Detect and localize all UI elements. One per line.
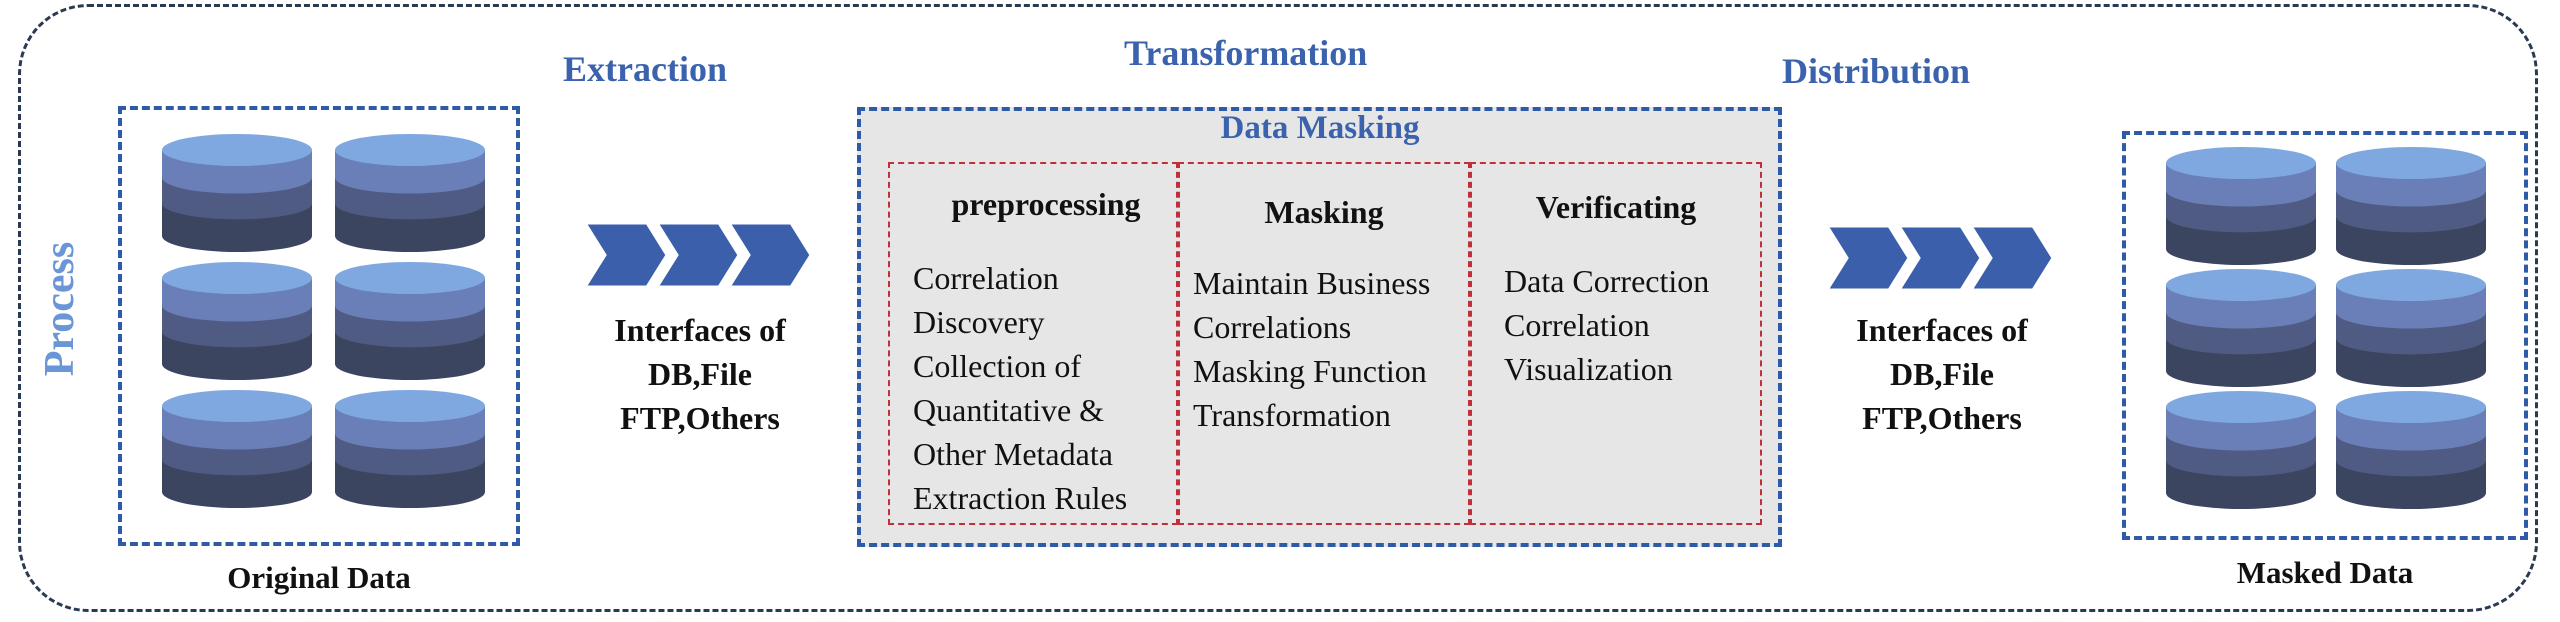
step-line: Masking Function	[1193, 353, 1427, 389]
database-icon	[335, 262, 485, 380]
chevron-arrows-icon	[1824, 224, 2055, 292]
transformation-title: Transformation	[1124, 33, 1368, 73]
preprocessing-box	[888, 162, 1178, 525]
data-masking-title: Data Masking	[1220, 110, 1420, 146]
database-icon	[2336, 147, 2486, 265]
chevron-shape	[654, 221, 741, 289]
interface-line: FTP,Others	[620, 400, 780, 436]
database-icon	[2166, 391, 2316, 509]
process-frame	[18, 4, 2538, 612]
chevron-arrows-icon	[582, 221, 813, 289]
masked-data-box	[2122, 131, 2528, 540]
process-label: Process	[37, 241, 83, 377]
preprocessing-title: preprocessing	[951, 186, 1141, 222]
verificating-steps: Data Correction Correlation Visualizatio…	[1504, 259, 1709, 391]
step-line: Data Correction	[1504, 263, 1710, 299]
step-line: Transformation	[1193, 397, 1391, 433]
chevron-shape	[1896, 224, 1983, 292]
chevron-shape	[1968, 224, 2055, 292]
interface-line: FTP,Others	[1862, 400, 2022, 436]
chevron-shape	[582, 221, 669, 289]
database-icon	[2166, 269, 2316, 387]
step-line: Correlation	[1504, 307, 1650, 343]
database-icon	[162, 262, 312, 380]
original-data-caption: Original Data	[227, 560, 411, 595]
database-icon	[335, 134, 485, 252]
data-masking-box	[857, 107, 1782, 547]
database-icon	[162, 390, 312, 508]
masked-data-caption: Masked Data	[2236, 555, 2414, 590]
interface-line: DB,File	[1890, 356, 1994, 392]
distribution-title: Distribution	[1782, 51, 1971, 91]
verificating-title: Verificating	[1535, 189, 1697, 225]
interface-line: Interfaces of	[614, 312, 786, 348]
masked-db-group	[2166, 147, 2486, 509]
step-line: Visualization	[1504, 351, 1673, 387]
original-db-group	[162, 134, 485, 508]
verificating-box	[1470, 162, 1762, 525]
interface-line: Interfaces of	[1856, 312, 2028, 348]
database-icon	[335, 390, 485, 508]
database-icon	[2336, 391, 2486, 509]
step-line: Extraction Rules	[913, 480, 1128, 516]
step-line: Collection of	[913, 348, 1081, 384]
database-icon	[2336, 269, 2486, 387]
masking-title: Masking	[1264, 194, 1384, 230]
step-line: Quantitative &	[913, 392, 1105, 428]
masking-steps: Maintain Business Correlations Masking F…	[1193, 261, 1430, 437]
interfaces-left: Interfaces of DB,File FTP,Others	[570, 308, 830, 440]
preprocessing-steps: Correlation Discovery Collection of Quan…	[913, 256, 1127, 520]
step-line: Correlations	[1193, 309, 1352, 345]
interface-line: DB,File	[648, 356, 752, 392]
original-data-box	[118, 106, 520, 546]
extraction-title: Extraction	[563, 49, 727, 89]
masking-box	[1178, 162, 1470, 525]
step-line: Maintain Business	[1193, 265, 1431, 301]
database-icon	[162, 134, 312, 252]
step-line: Other Metadata	[913, 436, 1113, 472]
interfaces-right: Interfaces of DB,File FTP,Others	[1812, 308, 2072, 440]
chevron-shape	[726, 221, 813, 289]
step-line: Correlation	[913, 260, 1059, 296]
chevron-shape	[1824, 224, 1911, 292]
step-line: Discovery	[913, 304, 1045, 340]
database-icon	[2166, 147, 2316, 265]
